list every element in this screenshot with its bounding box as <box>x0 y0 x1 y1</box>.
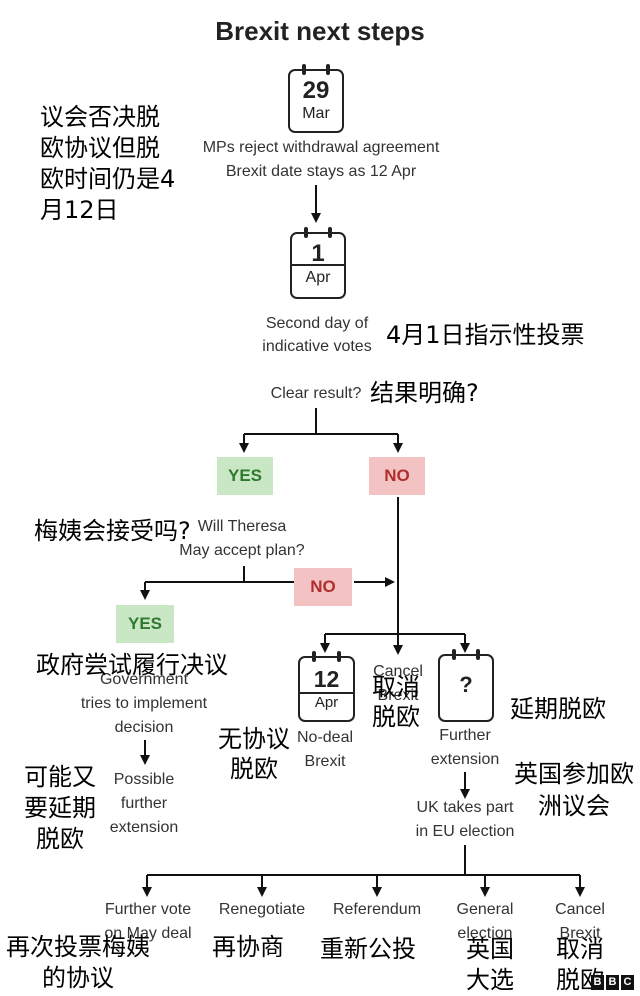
calendar-day: 29 <box>302 77 330 104</box>
option-general-election-line1: General <box>456 901 514 918</box>
calendar-ring-icon <box>302 64 306 75</box>
zh-annotation-general-election: 英国大选 <box>466 935 514 994</box>
calendar-icon-apr12: 12 Apr <box>298 651 355 722</box>
bbc-logo: B B C <box>591 975 634 990</box>
government-text-line1: Government <box>99 671 189 688</box>
nodeal-text-line2: Brexit <box>304 753 346 770</box>
calendar-ring-icon <box>337 651 341 662</box>
zh-annotation-theresa: 梅姨会接受吗? <box>34 517 191 545</box>
calendar-ring-icon <box>326 64 330 75</box>
zh-annotation-revote: 再次投票梅姨的协议 <box>6 933 150 992</box>
calendar-ring-icon <box>476 649 480 660</box>
page-title: Brexit next steps <box>215 16 425 46</box>
theresa-text-line1: Will Theresa <box>197 518 287 535</box>
option-renegotiate: Renegotiate <box>218 901 306 918</box>
zh-annotation-possible-extension: 可能又要延期脱欧 <box>24 763 96 853</box>
option-cancel-brexit-line1: Cancel <box>555 901 605 918</box>
option-general-election-line2: election <box>457 925 513 942</box>
zh-annotation-government: 政府尝试履行决议 <box>36 651 228 679</box>
yes-badge: YES <box>217 457 273 495</box>
calendar-ring-icon <box>304 227 308 238</box>
calendar-day: 1 <box>311 240 325 267</box>
option-referendum: Referendum <box>332 901 422 918</box>
uk-eu-election-text-line1: UK takes part <box>416 799 514 816</box>
calendar-day: 12 <box>313 666 340 692</box>
calendar-ring-icon <box>452 649 456 660</box>
option-further-vote-line2: on May deal <box>104 925 192 942</box>
no-badge: NO <box>369 457 425 495</box>
calendar-icon-mar29: 29 Mar <box>288 64 344 133</box>
calendar-icon-unknown: ? <box>438 649 494 722</box>
yes-badge-theresa: YES <box>116 605 174 643</box>
possible-text-line1: Possible <box>113 771 175 788</box>
calendar-icon-apr1: 1 Apr <box>290 227 346 299</box>
cancel-text-line2: Brexit <box>377 687 419 704</box>
option-further-vote-line1: Further vote <box>104 901 192 918</box>
zh-annotation-extend: 延期脱欧 <box>510 695 606 723</box>
bbc-logo-letter-1: B <box>591 975 604 990</box>
apr1-text-line1: Second day of <box>265 315 369 332</box>
further-extension-text-line1: Further <box>439 727 491 744</box>
bbc-logo-letter-3: C <box>621 975 634 990</box>
possible-text-line2: further <box>120 795 168 812</box>
apr1-text-line2: indicative votes <box>262 338 372 355</box>
uk-eu-election-text-line2: in EU election <box>415 823 515 840</box>
theresa-text-line2: May accept plan? <box>179 542 305 559</box>
zh-annotation-indicative-votes: 4月1日指示性投票 <box>386 321 585 349</box>
cancel-text-line1: Cancel <box>373 663 423 680</box>
mar29-text-line2: Brexit date stays as 12 Apr <box>225 163 417 180</box>
bbc-logo-letter-2: B <box>606 975 619 990</box>
calendar-month: Apr <box>314 694 339 711</box>
government-text-line2: tries to implement <box>80 695 208 712</box>
further-extension-text-line2: extension <box>430 751 500 768</box>
no-badge-theresa: NO <box>294 568 352 606</box>
zh-annotation-referendum: 重新公投 <box>320 935 416 963</box>
nodeal-text-line1: No-deal <box>296 729 354 746</box>
calendar-month: Apr <box>305 269 331 286</box>
calendar-ring-icon <box>312 651 316 662</box>
calendar-day: ? <box>459 672 473 697</box>
mar29-text-line1: MPs reject withdrawal agreement <box>202 139 440 156</box>
zh-annotation-cancel: 取消脱欧 <box>372 673 420 731</box>
zh-annotation-renegotiate: 再协商 <box>212 933 284 961</box>
zh-annotation-eu-election: 英国参加欧洲议会 <box>514 760 634 820</box>
clear-result-text: Clear result? <box>270 385 362 402</box>
calendar-ring-icon <box>328 227 332 238</box>
government-text-line3: decision <box>114 719 174 736</box>
zh-annotation-clear-result: 结果明确? <box>370 379 479 407</box>
zh-annotation-nodeal: 无协议脱欧 <box>218 725 290 783</box>
option-cancel-brexit-line2: Brexit <box>559 925 601 942</box>
zh-annotation-mps-reject: 议会否决脱欧协议但脱欧时间仍是4月12日 <box>40 103 176 224</box>
calendar-month: Mar <box>302 105 330 122</box>
possible-text-line3: extension <box>109 819 179 836</box>
